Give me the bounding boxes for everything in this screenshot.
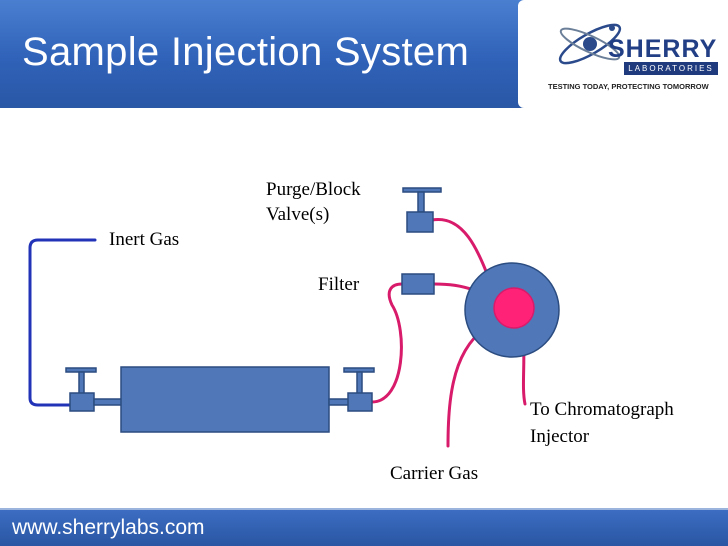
footer-divider [0, 508, 728, 510]
purge-block-label: Purge/Block [266, 179, 361, 200]
sample-cylinder [120, 366, 330, 433]
to-chromatograph-label: To Chromatograph [530, 399, 674, 420]
carrier-gas-label: Carrier Gas [390, 463, 479, 484]
logo-panel [518, 0, 728, 108]
logo-subtitle: LABORATORIES [624, 62, 718, 75]
logo-name: SHERRY [608, 35, 718, 63]
footer-bar [0, 510, 728, 546]
filter-label: Filter [318, 274, 360, 295]
inert-gas-label: Inert Gas [109, 229, 180, 250]
logo-tagline: TESTING TODAY, PROTECTING TOMORROW [548, 82, 709, 91]
to-chromatograph-label-line2: Injector [530, 426, 590, 447]
atom-logo-icon [558, 23, 622, 65]
right-valve-icon [328, 367, 375, 412]
footer-url: www.sherrylabs.com [12, 516, 205, 539]
filter-icon [401, 273, 435, 295]
injection-diagram [28, 187, 560, 448]
page-title: Sample Injection System [22, 30, 470, 74]
injector-core [493, 287, 535, 329]
inert-gas-line [28, 238, 97, 407]
left-valve-icon [65, 367, 123, 412]
cylinder-to-filter-line [370, 282, 404, 404]
purge-valve-icon [402, 187, 442, 233]
purge-block-label-line2: Valve(s) [266, 204, 330, 225]
